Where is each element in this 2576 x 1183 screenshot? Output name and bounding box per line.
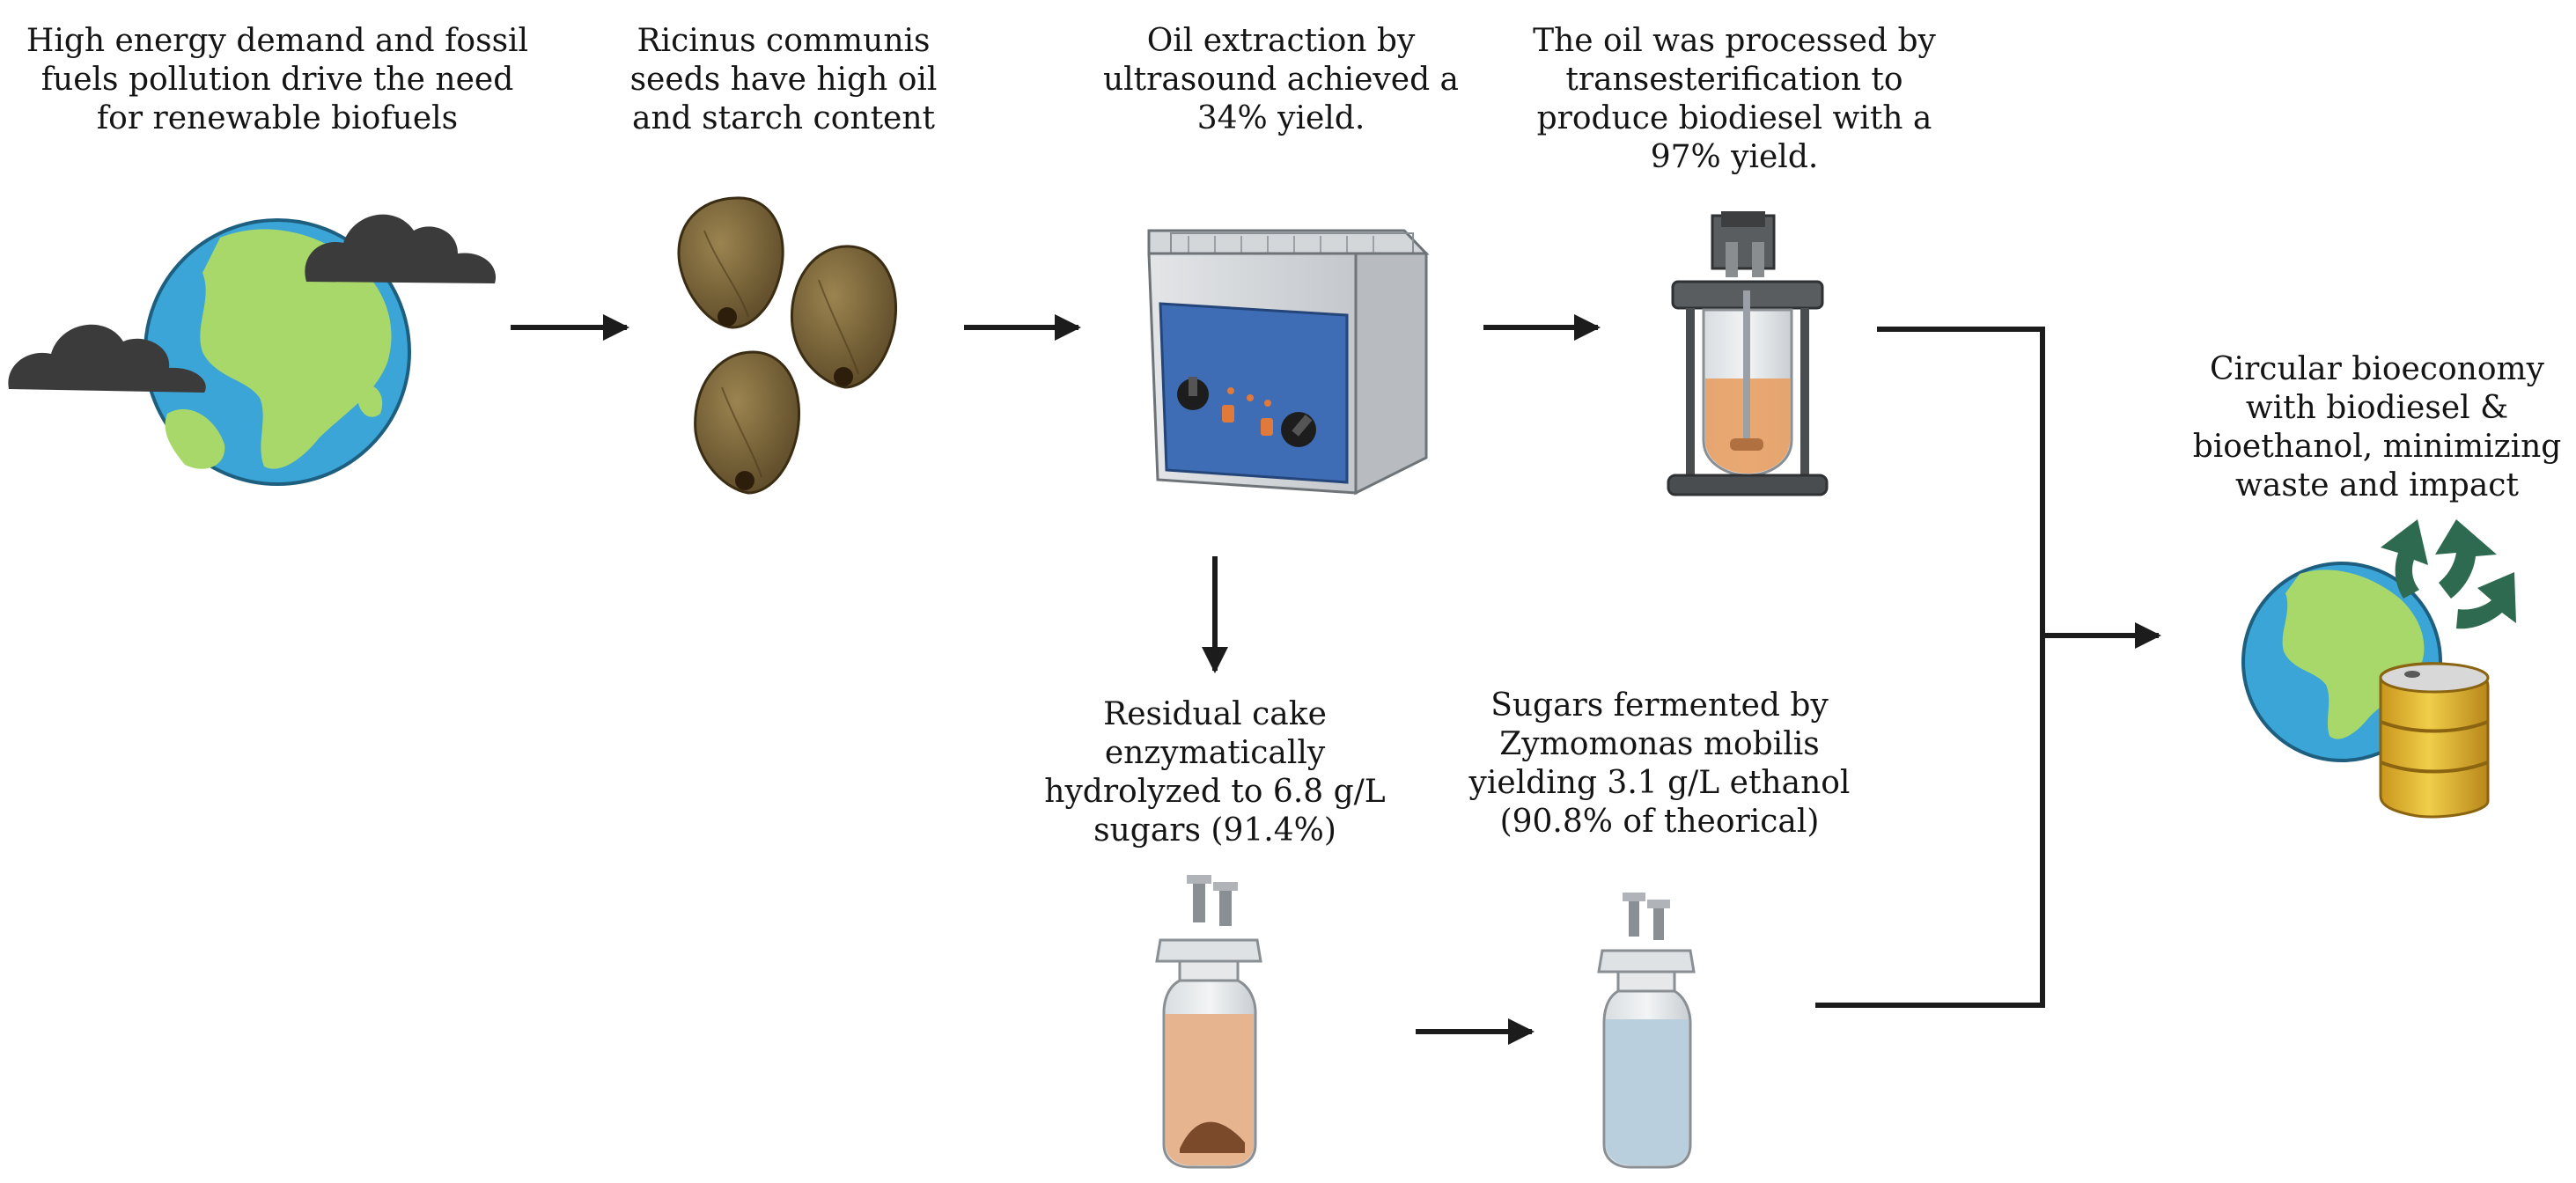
- castor-seeds-illustration: [677, 196, 898, 495]
- caption-extraction: Oil extraction by ultrasound achieved a …: [1102, 23, 1460, 136]
- castor-seed-icon: [694, 350, 801, 495]
- caption-outcome: Circular bioeconomy with biodiesel & bio…: [2192, 351, 2562, 503]
- flow-arrows: [511, 314, 2161, 1045]
- polluted-earth-illustration: [8, 214, 497, 486]
- ultrasonic-bath-icon: [1147, 229, 1430, 496]
- recycle-icon: [2381, 519, 2516, 629]
- fermentation-bottle-icon: [1597, 893, 1696, 1169]
- castor-seed-icon: [790, 245, 898, 389]
- storm-cloud-icon: [8, 214, 497, 393]
- fuel-barrel-icon: [2379, 662, 2490, 819]
- earth-icon: [144, 218, 411, 486]
- caption-transesterification: The oil was processed by transesterifica…: [1533, 23, 1936, 175]
- caption-motivation: High energy demand and fossil fuels poll…: [26, 23, 529, 136]
- caption-fermentation: Sugars fermented by Zymomonas mobilis yi…: [1468, 687, 1851, 840]
- caption-hydrolysis: Residual cake enzymatically hydrolyzed t…: [1044, 696, 1386, 849]
- reactor-vessel-icon: [1667, 211, 1829, 496]
- caption-seeds: Ricinus communis seeds have high oil and…: [629, 23, 938, 136]
- hydrolysis-bottle-icon: [1155, 875, 1262, 1169]
- outcome-illustration: [2241, 519, 2516, 819]
- castor-seed-icon: [677, 196, 784, 329]
- connector-biodiesel: [1815, 327, 2045, 1008]
